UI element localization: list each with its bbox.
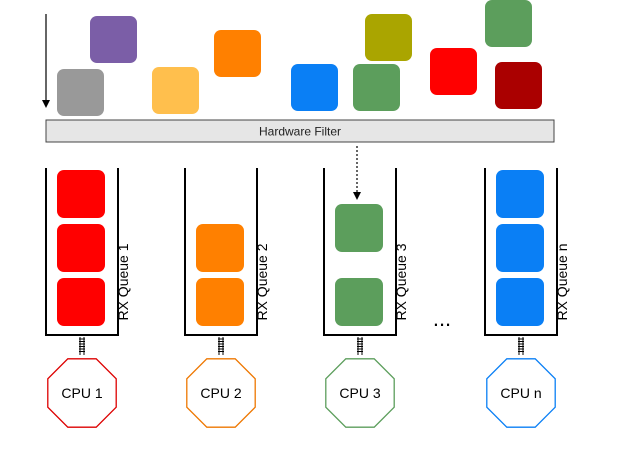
cpu-label: CPU n: [500, 385, 541, 401]
queue-label: RX Queue 2: [254, 243, 270, 320]
queue-cpu-connector: [357, 337, 363, 355]
incoming-packet: [57, 69, 104, 116]
incoming-packet: [90, 16, 137, 63]
queue-packet: [335, 204, 383, 252]
incoming-packet: [365, 14, 412, 61]
incoming-packet: [430, 48, 477, 95]
rx-queue: RX Queue 1 CPU 1: [45, 168, 131, 428]
cpu-label: CPU 3: [339, 385, 380, 401]
queue-packet: [496, 224, 544, 272]
cpu-label: CPU 1: [61, 385, 102, 401]
incoming-packet: [291, 64, 338, 111]
queue-packet: [57, 224, 105, 272]
queue-cpu-connector: [518, 337, 524, 355]
queue-packet: [196, 224, 244, 272]
hardware-filter: Hardware Filter: [45, 119, 555, 143]
rx-queue: RX Queue n CPU n: [484, 168, 570, 428]
incoming-packet: [485, 0, 532, 47]
queue-container: [484, 168, 558, 336]
hardware-filter-label: Hardware Filter: [259, 125, 341, 139]
queue-cpu-connector: [218, 337, 224, 355]
queue-packet: [57, 170, 105, 218]
incoming-packet: [495, 62, 542, 109]
queue-container: [45, 168, 119, 336]
queue-packet: [57, 278, 105, 326]
rx-queue: RX Queue 2 CPU 2: [184, 168, 270, 428]
queue-label: RX Queue 3: [393, 243, 409, 320]
incoming-packet: [353, 64, 400, 111]
rx-queues: RX Queue 1 CPU 1 RX Queue 2 CPU 2 RX Queue 3…: [45, 168, 570, 428]
cpu-node: [325, 358, 395, 428]
incoming-packets: [57, 0, 542, 116]
queue-packet: [196, 278, 244, 326]
incoming-packet: [152, 67, 199, 114]
queue-cpu-connector: [79, 337, 85, 355]
dispatch-arrow-head: [353, 192, 361, 200]
queue-packet: [496, 170, 544, 218]
queue-label: RX Queue 1: [115, 243, 131, 320]
flow-arrow-head: [42, 100, 50, 108]
queue-packet: [496, 278, 544, 326]
queue-label: RX Queue n: [554, 243, 570, 320]
queue-packet: [335, 278, 383, 326]
cpu-label: CPU 2: [200, 385, 241, 401]
queue-container: [323, 168, 397, 336]
incoming-packet: [214, 30, 261, 77]
cpu-node: [486, 358, 556, 428]
queue-container: [184, 168, 258, 336]
queue-ellipsis: ...: [433, 306, 451, 331]
cpu-node: [47, 358, 117, 428]
cpu-node: [186, 358, 256, 428]
rx-queue: RX Queue 3 CPU 3: [323, 168, 409, 428]
